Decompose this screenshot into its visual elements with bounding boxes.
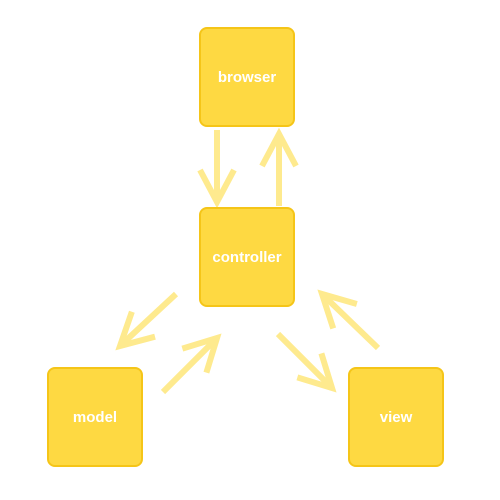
model-node: model [47, 367, 143, 467]
arrow-controller-to-browser [259, 127, 299, 206]
browser-node-label: browser [217, 68, 277, 86]
controller-node: controller [199, 207, 295, 307]
model-node-label: model [72, 408, 118, 426]
browser-node: browser [199, 27, 295, 127]
controller-node-label: controller [212, 248, 282, 266]
arrow-controller-to-view [275, 331, 337, 393]
arrow-view-to-controller [317, 289, 381, 351]
view-node: view [348, 367, 444, 467]
arrow-model-to-controller [160, 333, 222, 395]
arrow-controller-to-model [115, 291, 179, 351]
arrow-browser-to-controller [197, 130, 237, 209]
view-node-label: view [379, 408, 413, 426]
